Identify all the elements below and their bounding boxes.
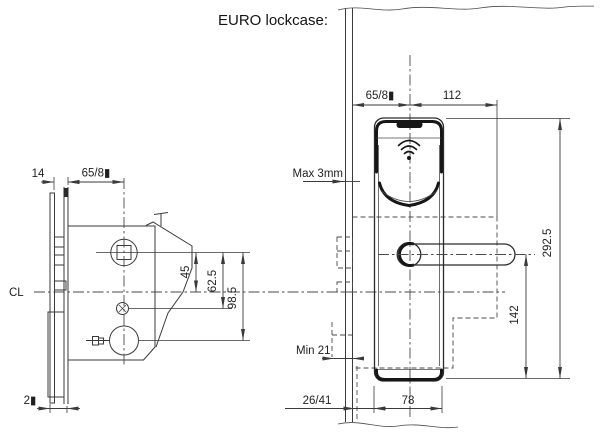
dim-backset-right: 65/8▮: [366, 90, 395, 102]
dim-min-edge: Min 21: [296, 345, 331, 357]
lock-body: [67, 225, 156, 361]
hidden-deadbolt-box: [336, 281, 353, 293]
dim-62-5: 62.5: [207, 270, 219, 292]
forend-strip: [49, 192, 55, 404]
wifi-icon: [397, 139, 421, 160]
dim-45: 45: [180, 266, 192, 279]
wifi-dot: [407, 156, 411, 160]
handle-lever-bar: [412, 243, 505, 266]
dim-door-gap: Max 3mm: [293, 168, 343, 180]
dim-bottom-offset: 2▮: [24, 395, 37, 407]
dim-escutcheon-height: 292.5: [542, 229, 554, 258]
lockcase-side-view: [47, 178, 250, 404]
page-title: EURO lockcase:: [218, 12, 328, 29]
extension-lines: [373, 386, 443, 413]
t-mark: [153, 212, 169, 226]
reader-head-bowl-shadow: [380, 190, 438, 202]
extension-lines: [446, 118, 570, 379]
latch-box: [54, 236, 65, 248]
break-line-bottom: [337, 422, 459, 429]
lock-unit-front-view: [331, 5, 595, 429]
dim-handle-to-bottom: 142: [509, 305, 521, 324]
dim-faceplate-depth: 14: [32, 168, 45, 180]
deadbolt-box: [54, 254, 65, 266]
card-slot: [396, 121, 423, 128]
door-edge-lines: [345, 8, 353, 422]
escutcheon-inner-lines: [378, 145, 440, 366]
wifi-arcs: [397, 139, 421, 155]
centerline-label: CL: [9, 287, 24, 299]
centerline-box: [54, 280, 67, 291]
hidden-min-edge-step: [331, 322, 352, 357]
keyway-hole: [116, 302, 129, 315]
dim-top-width: 112: [443, 90, 461, 102]
escutcheon-bottom-band: [375, 368, 443, 381]
dim-backset-left: 65/8▮: [82, 168, 111, 180]
right-view-dimensions: 65/8▮ 112 Max 3mm Min 21 26/41 78 142 29…: [285, 90, 570, 413]
lock-body-wedge: [145, 221, 193, 348]
faceplate-top-tick: [63, 188, 69, 197]
lower-plate: [47, 311, 65, 398]
dim-escutcheon-width: 78: [402, 395, 415, 407]
screw-body: [98, 337, 104, 345]
left-view-dimensions: 14 65/8▮ 45 62.5 98.5 2▮: [24, 168, 245, 413]
hidden-lockcase-outline: [352, 216, 498, 369]
keyway-cross: [118, 304, 127, 313]
dim-edge-to-escutcheon: 26/41: [303, 395, 332, 407]
break-line-top: [337, 5, 595, 11]
dim-98-5: 98.5: [227, 287, 239, 309]
